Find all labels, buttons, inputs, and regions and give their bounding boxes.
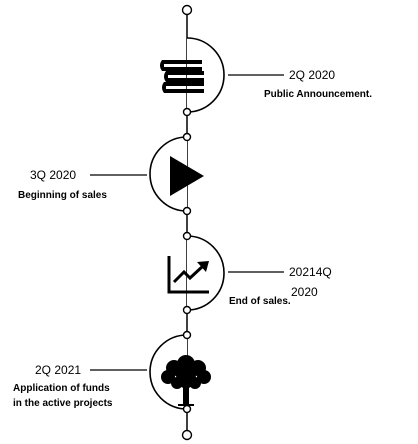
milestone-1-node bbox=[160, 37, 225, 113]
milestone-4-node bbox=[149, 334, 211, 410]
books-icon bbox=[160, 60, 204, 93]
tree-icon bbox=[161, 355, 211, 406]
milestone-3-description: End of sales. bbox=[229, 296, 291, 307]
milestone-4-description-line2: in the active projects bbox=[13, 398, 113, 409]
milestone-2-arc bbox=[149, 136, 188, 212]
milestone-1-date: 2Q 2020 bbox=[289, 68, 336, 82]
milestone-4-date: 2Q 2021 bbox=[35, 363, 82, 377]
milestone-1-description: Public Announcement. bbox=[264, 89, 372, 100]
connector-dots bbox=[181, 4, 193, 441]
milestone-3-date-line1: 20214Q bbox=[289, 265, 332, 279]
milestone-2-description: Beginning of sales bbox=[18, 190, 107, 201]
play-icon bbox=[170, 156, 204, 196]
milestone-2-node bbox=[149, 136, 204, 212]
milestone-4-description-line1: Application of funds bbox=[13, 383, 110, 394]
leader-lines bbox=[90, 74, 284, 371]
milestone-2-date: 3Q 2020 bbox=[30, 168, 77, 182]
milestone-3-arc bbox=[186, 235, 225, 311]
milestone-1-arc bbox=[186, 37, 225, 113]
milestone-3-date-line2: 2020 bbox=[291, 285, 318, 299]
growth-chart-icon bbox=[167, 256, 209, 294]
milestone-3-node bbox=[167, 235, 225, 311]
